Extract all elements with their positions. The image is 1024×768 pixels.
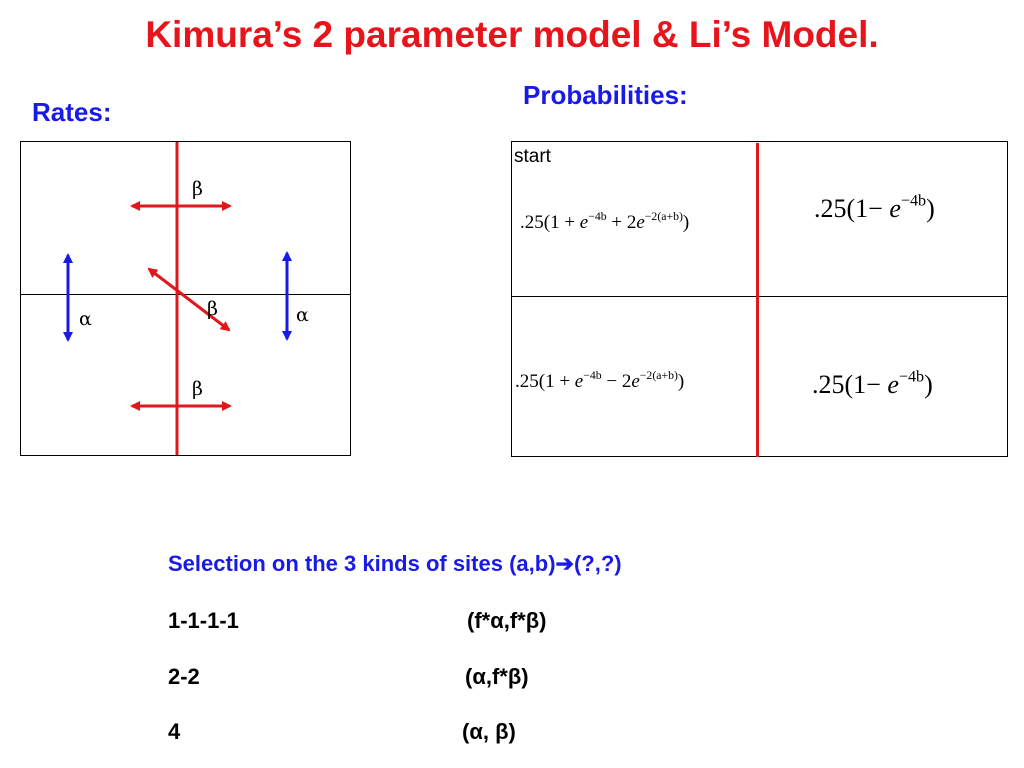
arrow-right-icon: ➔	[555, 551, 574, 576]
prob-formula-top-left: .25(1 + e−4b + 2e−2(a+b))	[520, 209, 690, 233]
alpha-label-right: α	[296, 304, 309, 326]
selection-row-site: 2-2	[168, 664, 200, 689]
probabilities-diagram-box	[511, 141, 1008, 457]
selection-row-value: (α, β)	[462, 719, 516, 744]
probabilities-red-divider	[756, 143, 759, 457]
probabilities-divider	[511, 296, 1008, 297]
selection-row-site: 4	[168, 719, 181, 744]
prob-formula-top-right: .25(1− e−4b)	[814, 192, 935, 223]
selection-row-value: (f*α,f*β)	[467, 608, 547, 633]
alpha-label-left: α	[79, 308, 92, 330]
selection-row-site: 1-1-1-1	[168, 608, 239, 633]
prob-formula-bottom-left: .25(1 + e−4b − 2e−2(a+b))	[515, 368, 685, 392]
selection-row-value: (α,f*β)	[465, 664, 529, 689]
beta-label-top: β	[192, 178, 203, 200]
beta-label-bottom: β	[192, 378, 203, 400]
slide-title: Kimura’s 2 parameter model & Li’s Model.	[145, 14, 879, 55]
rates-label: Rates:	[32, 97, 112, 127]
beta-label-middle: β	[207, 298, 218, 320]
start-label: start	[514, 146, 551, 167]
beta-arrow-diagonal	[147, 267, 231, 332]
rates-diagram-box	[20, 141, 351, 456]
selection-heading: Selection on the 3 kinds of sites (a,b)➔…	[168, 551, 622, 576]
prob-formula-bottom-right: .25(1− e−4b)	[812, 368, 933, 399]
probabilities-label: Probabilities:	[523, 80, 688, 110]
